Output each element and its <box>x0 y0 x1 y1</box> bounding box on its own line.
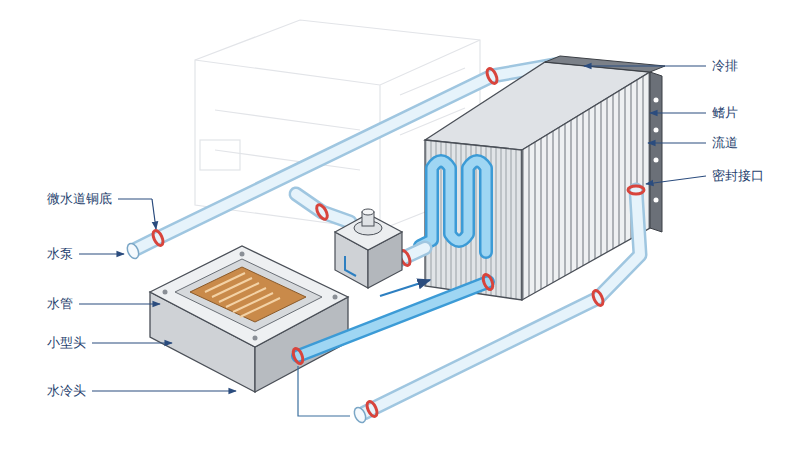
part-label: 冷排 <box>712 57 738 75</box>
part-label: 小型头 <box>47 334 86 352</box>
part-label: 水泵 <box>47 245 73 263</box>
part-label: 密封接口 <box>712 167 764 185</box>
radiator-channel-pipes <box>420 161 486 252</box>
part-label: 鳍片 <box>712 104 738 122</box>
part-label: 流道 <box>712 134 738 152</box>
part-label: 微水道铜底 <box>47 190 112 208</box>
leader-lines <box>79 66 706 391</box>
part-label: 水管 <box>47 295 73 313</box>
water-pump <box>335 209 430 296</box>
return-water-pipe <box>352 186 644 424</box>
cold-head <box>150 246 348 392</box>
part-label: 水冷头 <box>47 382 86 400</box>
